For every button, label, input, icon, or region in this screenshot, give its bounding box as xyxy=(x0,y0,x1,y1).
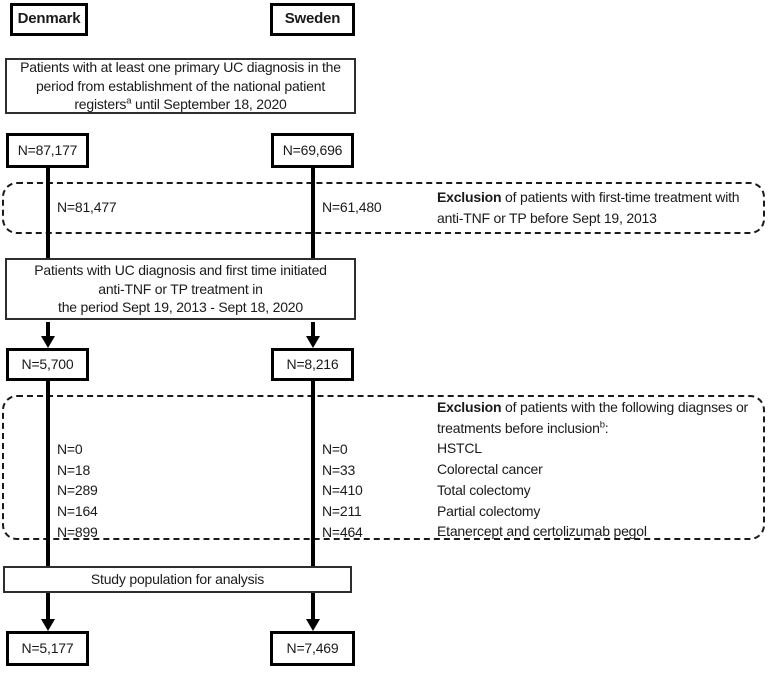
n-final-sweden: N=7,469 xyxy=(286,640,339,657)
exclusion2-sweden-count: N=0 xyxy=(322,441,348,457)
sweden-connector-line-4 xyxy=(310,593,315,621)
registers-text: registers xyxy=(74,96,127,113)
exclusion1-dashed-box xyxy=(2,182,765,234)
exclusion2-sweden-count: N=464 xyxy=(322,523,363,540)
n-initial-denmark-box: N=87,177 xyxy=(6,133,89,168)
n-treated-sweden-box: N=8,216 xyxy=(271,348,354,381)
treatment-line2: anti-TNF or TP treatment in xyxy=(98,280,263,297)
exclusion2-denmark-count: N=18 xyxy=(57,461,91,478)
denmark-connector-line-4 xyxy=(45,593,50,621)
n-final-sweden-box: N=7,469 xyxy=(270,631,355,666)
exclusion2-reason-label: Colorectal cancer xyxy=(437,461,543,478)
n-final-denmark: N=5,177 xyxy=(21,640,74,657)
denmark-label: Denmark xyxy=(17,10,81,28)
primary-diagnosis-line1: Patients with at least one primary UC di… xyxy=(20,59,341,76)
exclusion2-line2: treatments before inclusionb: xyxy=(437,418,763,439)
exclusion2-reason-label: Etanercept and certolizumab pegol xyxy=(437,523,647,540)
n-initial-sweden-box: N=69,696 xyxy=(271,133,354,168)
exclusion2-sweden-count: N=410 xyxy=(322,482,363,499)
footnote-b-marker: b xyxy=(599,419,605,431)
sweden-label: Sweden xyxy=(284,10,341,28)
sweden-connector-line-1 xyxy=(310,168,315,259)
exclusion2-description: Exclusion of patients with the following… xyxy=(437,397,763,542)
exclusion2-reason-label: Total colectomy xyxy=(437,481,531,498)
sweden-connector-line-2 xyxy=(310,322,315,338)
sweden-header-box: Sweden xyxy=(270,3,355,36)
sweden-connector-line-3 xyxy=(310,380,315,566)
n-treated-denmark-box: N=5,700 xyxy=(6,348,89,381)
exclusion1-line1: Exclusion of patients with first-time tr… xyxy=(437,187,763,208)
exclusion2-denmark-counts: N=0 N=18 N=289 N=164 N=899 xyxy=(57,439,98,543)
exclusion2-bold-word: Exclusion xyxy=(437,399,502,415)
exclusion2-line2-pre: treatments before inclusion xyxy=(437,419,600,436)
exclusion2-denmark-count: N=164 xyxy=(57,503,98,520)
exclusion2-denmark-count: N=289 xyxy=(57,482,98,499)
exclusion2-line1: Exclusion of patients with the following… xyxy=(437,397,763,418)
exclusion1-description: Exclusion of patients with first-time tr… xyxy=(437,187,763,228)
exclusion2-line2-post: : xyxy=(604,419,609,436)
exclusion1-n-sweden: N=61,480 xyxy=(322,199,382,215)
exclusion2-denmark-count: N=0 xyxy=(57,441,83,457)
exclusion1-line2: anti-TNF or TP before Sept 19, 2013 xyxy=(437,209,657,226)
exclusion1-line1-rest: of patients with first-time treatment wi… xyxy=(501,189,740,205)
denmark-connector-line-1 xyxy=(45,168,50,259)
exclusion2-sweden-count: N=33 xyxy=(322,461,356,478)
sweden-arrowhead-1 xyxy=(305,336,320,348)
study-population-box: Study population for analysis xyxy=(3,566,352,593)
treatment-line3: the period Sept 19, 2013 - Sept 18, 2020 xyxy=(58,299,303,316)
sweden-arrowhead-2 xyxy=(305,619,320,631)
footnote-a-marker: a xyxy=(126,95,132,107)
treatment-line1: Patients with UC diagnosis and first tim… xyxy=(34,262,327,279)
until-date-text: until September 18, 2020 xyxy=(131,96,287,113)
n-treated-denmark: N=5,700 xyxy=(21,356,74,373)
n-final-denmark-box: N=5,177 xyxy=(6,631,89,666)
study-population-label: Study population for analysis xyxy=(90,571,265,588)
denmark-arrowhead-1 xyxy=(40,336,55,348)
treatment-initiation-box: Patients with UC diagnosis and first tim… xyxy=(5,258,356,320)
n-treated-sweden: N=8,216 xyxy=(286,356,339,373)
exclusion2-reason-label: Partial colectomy xyxy=(437,502,541,519)
denmark-connector-line-2 xyxy=(45,322,50,338)
exclusion1-bold-word: Exclusion xyxy=(437,189,502,205)
exclusion2-sweden-counts: N=0 N=33 N=410 N=211 N=464 xyxy=(322,439,363,543)
denmark-connector-line-3 xyxy=(45,380,50,566)
denmark-header-box: Denmark xyxy=(10,3,88,36)
n-initial-denmark: N=87,177 xyxy=(17,142,78,159)
exclusion2-reason-label: HSTCL xyxy=(437,440,482,457)
exclusion2-denmark-count: N=899 xyxy=(57,523,98,540)
primary-diagnosis-line2: period from establishment of the nationa… xyxy=(35,77,326,94)
exclusion2-sweden-count: N=211 xyxy=(322,503,362,520)
primary-diagnosis-line3: registersa until September 18, 2020 xyxy=(74,95,287,114)
n-initial-sweden: N=69,696 xyxy=(282,142,343,159)
exclusion1-n-denmark: N=81,477 xyxy=(57,199,117,215)
exclusion2-line1-rest: of patients with the following diagnses … xyxy=(501,399,749,415)
exclusion2-dashed-box xyxy=(2,395,765,540)
primary-diagnosis-box: Patients with at least one primary UC di… xyxy=(5,58,356,114)
denmark-arrowhead-2 xyxy=(40,619,55,631)
